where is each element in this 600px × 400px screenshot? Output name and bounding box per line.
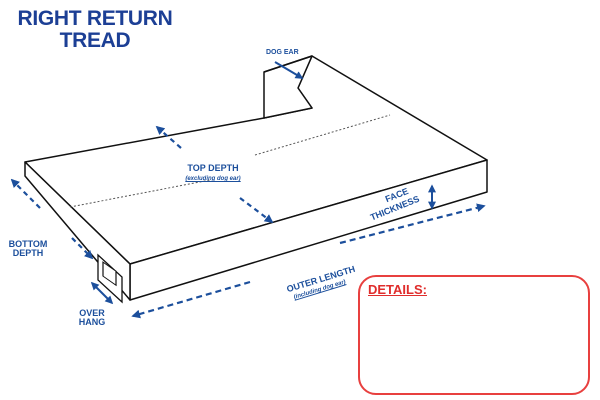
details-box <box>358 275 590 395</box>
overhang-window <box>102 261 117 287</box>
overhang-label-1: OVER <box>79 308 105 318</box>
outer-length-arrow-left <box>131 280 251 319</box>
dog-ear-label: DOG EAR <box>266 49 299 56</box>
top-depth-note: (excluding dog ear) <box>185 176 241 182</box>
bottom-depth-arrow-down <box>71 237 94 260</box>
bottom-depth-arrow-up <box>10 178 41 209</box>
title-line-2: TREAD <box>59 29 131 52</box>
details-title: DETAILS: <box>368 282 427 297</box>
overhang-label-2: HANG <box>78 317 106 327</box>
top-depth-label: TOP DEPTH <box>187 163 239 173</box>
outer-length-arrow-right <box>339 203 486 245</box>
top-centerline-right <box>254 114 391 156</box>
overhang-arrow <box>90 281 114 305</box>
top-depth-arrow-down <box>239 197 274 224</box>
dog-ear-arrow <box>274 61 304 79</box>
title-line-1: RIGHT RETURN <box>17 7 173 30</box>
bottom-depth-label-2: DEPTH <box>12 248 44 258</box>
bottom-depth-label-1: BOTTOM <box>8 239 48 249</box>
